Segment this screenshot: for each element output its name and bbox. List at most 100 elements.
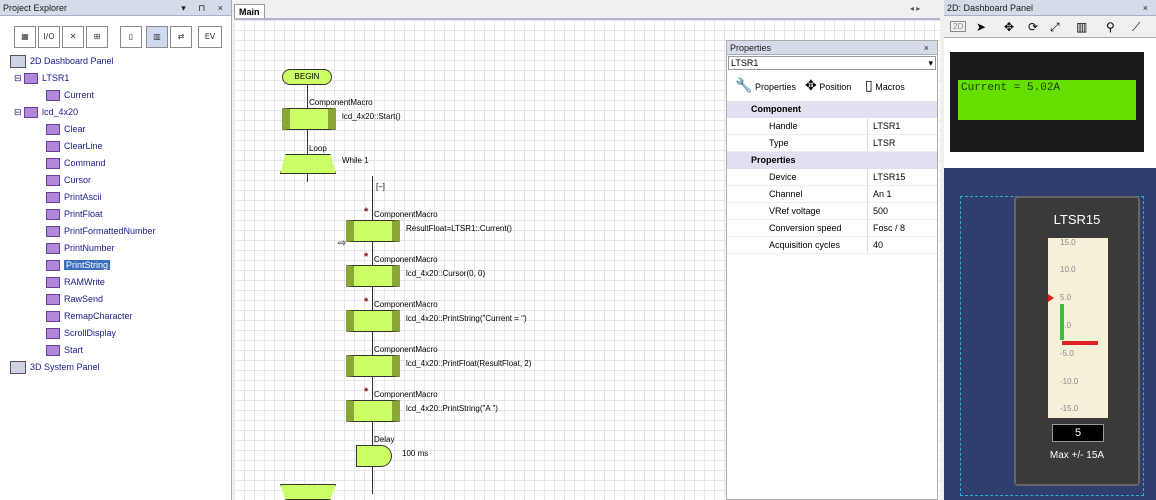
- tree-item-cursor[interactable]: Cursor: [46, 172, 91, 188]
- probe-icon[interactable]: ⚲: [1106, 20, 1115, 34]
- macro-icon[interactable]: ▥: [146, 26, 168, 48]
- io-icon[interactable]: I/O: [38, 26, 60, 48]
- panel-icon: [10, 361, 26, 375]
- tree-item-printfloat[interactable]: PrintFloat: [46, 206, 103, 222]
- panel-controls[interactable]: ×: [1142, 3, 1153, 13]
- delay-block[interactable]: [356, 445, 392, 467]
- tab-scroll-arrows[interactable]: ◂ ▸: [910, 4, 921, 13]
- macro2-call: lcd_4x20::Cursor(0, 0): [406, 269, 486, 278]
- tick-label: 15.0: [1060, 238, 1076, 247]
- properties-header: Properties ×: [727, 41, 937, 55]
- component-icon[interactable]: ▯: [120, 26, 142, 48]
- tab-macros[interactable]: ▯ Macros: [865, 77, 905, 93]
- macro1-call: ResultFloat=LTSR1::Current(): [406, 224, 512, 233]
- tree-item-clear[interactable]: Clear: [46, 121, 86, 137]
- begin-terminal[interactable]: BEGIN: [282, 69, 332, 85]
- project-explorer-header: Project Explorer ▾ ⊓ ×: [0, 0, 231, 16]
- tree-item-printnumber[interactable]: PrintNumber: [46, 240, 115, 256]
- dashboard-white-area: Current = 5.02A: [944, 38, 1156, 168]
- loop-block[interactable]: [280, 154, 336, 174]
- panel-controls[interactable]: ▾ ⊓ ×: [181, 3, 228, 13]
- rotate-icon[interactable]: ⟳: [1028, 20, 1039, 34]
- move-icon[interactable]: ✥: [1004, 20, 1015, 34]
- macro-icon: [46, 328, 60, 340]
- macro-icon: [46, 226, 60, 238]
- section-properties[interactable]: Properties: [727, 152, 937, 169]
- delay-value: 100 ms: [402, 449, 429, 458]
- tree-item-ltsr1[interactable]: ⊟ LTSR1: [14, 73, 70, 85]
- tree-item-lcd[interactable]: ⊟ lcd_4x20: [14, 107, 79, 119]
- macro-icon: [46, 90, 60, 102]
- grid-icon[interactable]: ▦: [14, 26, 36, 48]
- pointer-marker: [1048, 294, 1054, 302]
- tab-position[interactable]: ✥ Position: [805, 77, 852, 93]
- macro3-block[interactable]: [346, 310, 400, 332]
- start-macro-block[interactable]: [282, 108, 336, 130]
- close-icon[interactable]: ×: [923, 43, 934, 53]
- section-component[interactable]: Component: [727, 101, 937, 118]
- macro-icon: [46, 260, 60, 272]
- project-explorer: Project Explorer ▾ ⊓ × ▦ I/O ✕ ⊞ ▯ ▥ ⇄ E…: [0, 0, 232, 500]
- component-select[interactable]: LTSR1 ▾: [728, 56, 936, 70]
- chip-icon: ▯: [865, 77, 873, 93]
- component-icon[interactable]: ▥: [1076, 20, 1088, 34]
- tree-item-current[interactable]: Current: [46, 87, 94, 103]
- resize-icon[interactable]: ⤢: [1050, 20, 1060, 34]
- tick-label: -10.0: [1060, 377, 1079, 386]
- pointer-icon[interactable]: ➤: [976, 20, 987, 34]
- macro3-call: lcd_4x20::PrintString("Current = "): [406, 314, 527, 323]
- dashboard-title: 2D: Dashboard Panel: [947, 3, 1034, 13]
- macro4-title: ComponentMacro: [374, 345, 438, 354]
- arrow-icon[interactable]: ⇄: [170, 26, 192, 48]
- collapse-toggle[interactable]: [–]: [376, 182, 385, 191]
- mode-2d-button[interactable]: 2D: [950, 21, 967, 32]
- macro2-block[interactable]: [346, 265, 400, 287]
- tree-item-printascii[interactable]: PrintAscii: [46, 189, 102, 205]
- start-macro-title: ComponentMacro: [309, 98, 373, 107]
- tree-item-printformattednumber[interactable]: PrintFormattedNumber: [46, 223, 156, 239]
- tree-item-rawsend[interactable]: RawSend: [46, 291, 103, 307]
- tick-label: -5.0: [1060, 349, 1074, 358]
- tree-item-2d-dashboard[interactable]: 2D Dashboard Panel: [10, 53, 114, 69]
- meter-value: 5: [1052, 424, 1104, 442]
- macro-icon: [46, 277, 60, 289]
- macro4-call: lcd_4x20::PrintFloat(ResultFloat, 2): [406, 359, 532, 368]
- dashboard-canvas[interactable]: 2D ➤ ✥ ⟳ ⤢ ▥ ⚲ ⟋ Current = 5.02A LTSR15 …: [944, 18, 1156, 500]
- tick-label: 5.0: [1060, 293, 1072, 302]
- tree-item-start[interactable]: Start: [46, 342, 83, 358]
- tick-label: -15.0: [1060, 404, 1079, 413]
- wire-icon[interactable]: ⟋: [1132, 20, 1141, 34]
- tree-item-scrolldisplay[interactable]: ScrollDisplay: [46, 325, 116, 341]
- macro1-block[interactable]: [346, 220, 400, 242]
- register-icon[interactable]: ⊞: [86, 26, 108, 48]
- tree-item-clearline[interactable]: ClearLine: [46, 138, 103, 154]
- tree-item-remapcharacter[interactable]: RemapCharacter: [46, 308, 133, 324]
- tree-item-printstring[interactable]: PrintString: [46, 257, 111, 273]
- loop-end-block[interactable]: [280, 484, 336, 500]
- dashboard-toolbar: 2D ➤ ✥ ⟳ ⤢ ▥ ⚲ ⟋: [944, 18, 1156, 38]
- event-icon[interactable]: EV: [198, 26, 222, 48]
- macro-icon: [46, 158, 60, 170]
- properties-panel: Properties × LTSR1 ▾ 🔧 Properties ✥ Posi…: [726, 40, 938, 500]
- macro4-block[interactable]: [346, 355, 400, 377]
- tab-main[interactable]: Main: [234, 4, 265, 18]
- component-icon: [24, 107, 39, 119]
- mux-icon[interactable]: ✕: [62, 26, 84, 48]
- macro-icon: [46, 311, 60, 323]
- breakpoint-star: *: [364, 296, 369, 308]
- lcd-module[interactable]: Current = 5.02A: [950, 52, 1144, 152]
- tab-properties[interactable]: 🔧 Properties: [735, 77, 796, 93]
- tree-item-ramwrite[interactable]: RAMWrite: [46, 274, 105, 290]
- tree-item-command[interactable]: Command: [46, 155, 106, 171]
- tree-item-3d-system[interactable]: 3D System Panel: [10, 359, 100, 375]
- macro5-block[interactable]: [346, 400, 400, 422]
- macro-icon: [46, 175, 60, 187]
- x-axis-arrow: [1062, 341, 1098, 345]
